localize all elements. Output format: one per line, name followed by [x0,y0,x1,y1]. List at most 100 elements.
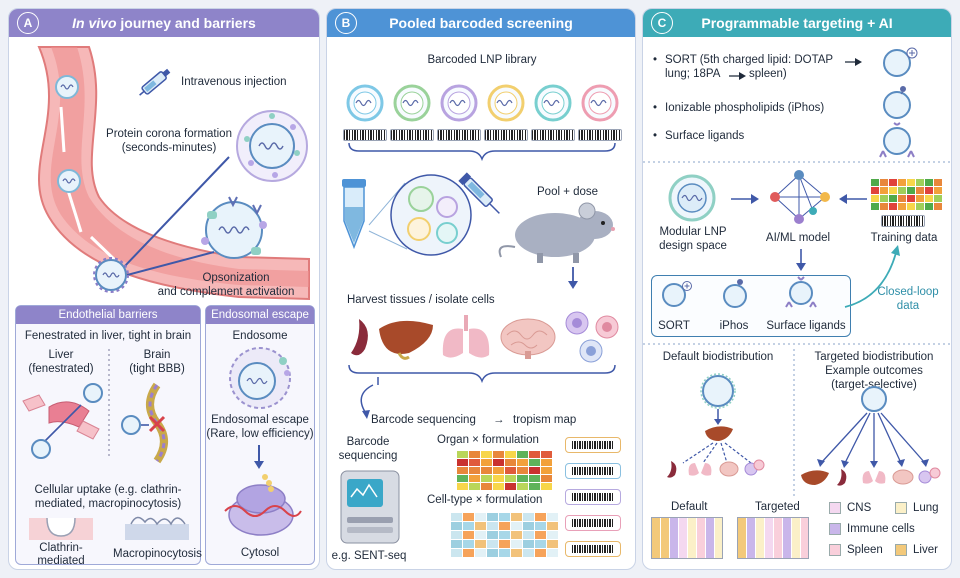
organ-heatmap-cell [541,451,552,458]
mixture-zoom-icon [368,174,472,256]
training-heatmap-cell [916,179,924,186]
syringe-icon [139,68,171,96]
organ-heatmap-cell [481,467,492,474]
organ-heatmap-cell [541,459,552,466]
training-heatmap-cell [907,195,915,202]
uptake-label-1: Cellular uptake (e.g. clathrin- [34,484,182,496]
panel-a-title-italic: In vivo [72,15,117,31]
organ-heatmap-cell [457,459,468,466]
panel-a-badge: A [17,12,39,34]
iv-injection-label: Intravenous injection [181,76,287,88]
distribution-bar-segment [714,517,723,559]
cell-heatmap-cell [523,540,534,548]
liver-label-2: (fenestrated) [28,363,94,375]
default-bar-label: Default [671,501,708,513]
closed-loop-label-1: Closed-loop [877,286,939,298]
ligands-text: Surface ligands [665,130,745,142]
cell-heatmap-cell [475,549,486,557]
protein-corona-icon [236,110,308,182]
training-heatmap-cell [925,187,933,194]
macropinocytosis-label: Macropinocytosis [113,548,202,560]
cell-heatmap-cell [487,513,498,521]
lnp-barcode [390,129,434,141]
cell-heatmap-cell [535,522,546,530]
iphos-text: Ionizable phospholipids (iPhos) [665,102,825,114]
modular-lnp-icon [668,174,716,222]
sort-text-3: spleen) [749,68,787,80]
fenestrated-label: Fenestrated in liver, tight in brain [24,330,192,342]
organ-heatmap-cell [517,475,528,482]
endothelial-barriers-header: Endothelial barriers [16,306,200,324]
training-heatmap-cell [898,203,906,210]
distribution-bar-segment [746,517,755,559]
formulation-barcode-tag [565,437,621,453]
divider-line [108,349,110,459]
legend-swatch [895,502,907,514]
panel-b-header: B Pooled barcoded screening [327,9,635,37]
cell-formulation-label: Cell-type × formulation [427,494,543,506]
aiml-label: AI/ML model [765,232,831,244]
organ-heatmap-cell [469,475,480,482]
training-heatmap-cell [934,187,942,194]
down-arrow-icon [796,249,806,271]
cell-heatmap-cell [487,522,498,530]
lnp-library-item-icon [534,84,572,122]
legend-swatch [829,523,841,535]
training-heatmap-cell [880,203,888,210]
closed-loop-label-2: data [896,300,920,312]
section-divider [643,343,951,345]
targeted-label-3: (target-selective) [831,379,917,391]
iphos-option-label: iPhos [719,320,749,332]
organ-heatmap-cell [505,475,516,482]
organ-heatmap-cell [517,459,528,466]
opsonized-lnp-icon [201,196,267,259]
training-heatmap-cell [907,187,915,194]
training-heatmap-cell [898,179,906,186]
cell-heatmap-cell [547,531,558,539]
opsonization-label-2: and complement activation [157,286,295,298]
modular-label-2: design space [659,240,727,252]
organ-heatmap-cell [469,467,480,474]
panel-c-header: C Programmable targeting + AI [643,9,951,37]
training-heatmap-cell [934,203,942,210]
cell-heatmap-cell [463,531,474,539]
organ-heatmap-cell [493,451,504,458]
bottom-brace-icon [348,364,616,385]
cell-heatmap-cell [511,531,522,539]
lnp-library-item-icon [346,84,384,122]
right-arrow-icon [729,72,746,80]
opsonization-label-1: Opsonization [202,272,270,284]
cell-heatmap-cell [475,540,486,548]
lnp-coated-icon [93,257,129,293]
cell-heatmap-cell [523,513,534,521]
cell-heatmap-cell [451,513,462,521]
organ-heatmap-cell [505,483,516,490]
cell-heatmap-cell [535,540,546,548]
organ-heatmap-cell [529,467,540,474]
panel-b-badge: B [335,12,357,34]
distribution-bar-segment [773,517,782,559]
bullet-sort: • [653,54,658,66]
organ-heatmap-cell [481,451,492,458]
dosing-syringe-icon [458,172,500,214]
arrow-glyph: → [493,414,505,426]
cell-heatmap-cell [523,522,534,530]
modular-label-1: Modular LNP [659,226,727,238]
ligand-option-label: Surface ligands [766,320,846,332]
corona-label-2: (seconds-minutes) [121,142,217,154]
clathrin-label-1: Clathrin- [39,542,83,554]
sort-lnp-icon [883,47,918,77]
legend-label: CNS [847,502,872,514]
default-biodistribution-icon [667,373,765,478]
distribution-bar-frame [737,517,809,559]
training-heatmap-cell [871,203,879,210]
organ-heatmap-cell [529,475,540,482]
right-arrow-icon [845,58,862,66]
organ-heatmap-cell [541,467,552,474]
legend-label: Spleen [847,544,883,556]
organ-heatmap-cell [517,451,528,458]
lnp-barcode [531,129,575,141]
lnp-barcode [484,129,528,141]
neural-network-icon [770,170,830,224]
sort-option-label: SORT [658,320,690,332]
